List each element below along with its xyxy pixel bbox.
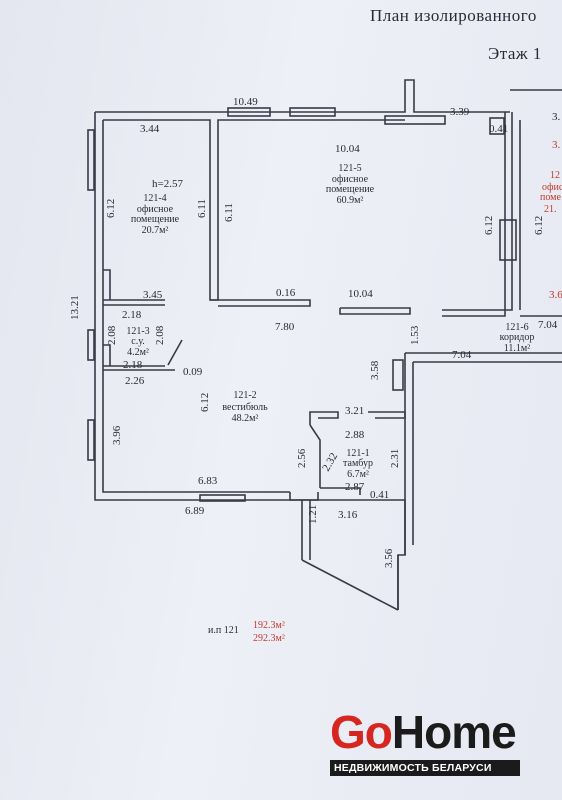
dim-label: 2.87 <box>345 481 365 493</box>
dim-label: 7.80 <box>275 321 295 333</box>
dim-label: 0.09 <box>183 366 203 378</box>
cutoff-text: офис <box>542 182 562 193</box>
room-name: коридор <box>500 332 535 343</box>
room-area: 48.2м² <box>232 413 259 424</box>
floor-label: Этаж 1 <box>488 44 542 63</box>
dim-label: 3.16 <box>338 509 358 521</box>
dim-label: 2.08 <box>106 325 118 345</box>
dim-label: 2.31 <box>389 449 401 468</box>
room-name: помещение <box>131 214 180 225</box>
logo-home: Home <box>391 706 517 758</box>
cutoff-text: поме <box>540 192 561 203</box>
dimension-labels: 10.49 3.39 3.44 10.04 h=2.57 6.12 6.11 6… <box>69 96 558 568</box>
dim-label: 3.96 <box>111 425 123 445</box>
room-area: 20.7м² <box>142 225 169 236</box>
room-area: 4.2м² <box>127 347 149 358</box>
plan-title: План изолированного <box>370 6 537 25</box>
dim-label: 6.11 <box>223 203 235 222</box>
room-area: 11.1м² <box>504 343 530 354</box>
dim-label: 1.21 <box>307 505 319 524</box>
logo-subtitle: НЕДВИЖИМОСТЬ БЕЛАРУСИ <box>330 760 520 776</box>
room-number: 121-6 <box>505 322 528 333</box>
dim-label: 2.08 <box>154 325 166 345</box>
room-number: 121-3 <box>126 326 149 337</box>
totals-prefix: и.п 121 <box>208 625 239 636</box>
dim-label: 2.18 <box>122 309 142 321</box>
dim-label: 3.21 <box>345 405 364 417</box>
room-number: 121-5 <box>338 163 361 174</box>
dim-label: 2.88 <box>345 429 365 441</box>
dim-label: 0.41 <box>489 123 508 135</box>
cutoff-text: 3.6 <box>549 289 562 301</box>
dim-label: 6.89 <box>185 505 205 517</box>
dim-label: h=2.57 <box>152 178 183 190</box>
dim-label: 6.11 <box>196 199 208 218</box>
dim-label: 3.58 <box>369 360 381 380</box>
dim-label: 3.45 <box>143 289 163 301</box>
dim-label: 6.12 <box>105 199 117 218</box>
cutoff-text: 12 <box>550 170 560 181</box>
dim-label: 2.26 <box>125 375 145 387</box>
cutoff-text: 21. <box>544 204 557 215</box>
dim-label: 3.56 <box>383 548 395 568</box>
logo-go: Go <box>330 706 393 758</box>
room-name: помещение <box>326 184 375 195</box>
dim-label: 13.21 <box>69 295 81 320</box>
room-labels: 121-4 офисное помещение 20.7м² 121-5 офи… <box>126 163 534 480</box>
dim-label: 1.53 <box>409 325 421 345</box>
room-name: тамбур <box>343 458 373 469</box>
room-number: 121-2 <box>233 390 256 401</box>
gohome-logo[interactable]: GoHome НЕДВИЖИМОСТЬ БЕЛАРУСИ <box>330 706 520 776</box>
room-name: офисное <box>332 174 369 185</box>
plan-walls <box>87 79 562 611</box>
dim-label: 7.04 <box>538 319 558 331</box>
logo-wordmark: GoHome <box>330 706 520 758</box>
room-area: 60.9м² <box>337 195 364 206</box>
cutoff-text: 3. <box>552 111 561 123</box>
totals: и.п 121 192.3м² 292.3м² <box>208 620 285 644</box>
dim-label: 2.18 <box>123 359 143 371</box>
room-name: офисное <box>137 204 174 215</box>
dim-label: 0.41 <box>370 489 389 501</box>
room-number: 121-4 <box>143 193 166 204</box>
room-area: 6.7м² <box>347 469 369 480</box>
dim-label: 7.04 <box>452 349 472 361</box>
dim-label: 6.83 <box>198 475 218 487</box>
cutoff-labels: 3. 3. 12 офис поме 21. 3.6 <box>540 111 562 301</box>
dim-label: 3.44 <box>140 123 160 135</box>
dim-label: 6.12 <box>533 216 545 235</box>
room-name: с.у. <box>131 336 144 347</box>
dim-label: 10.49 <box>233 96 258 108</box>
room-name: вестибюль <box>222 402 268 413</box>
dim-label: 2.56 <box>296 448 308 468</box>
room-number: 121-1 <box>346 448 369 459</box>
dim-label: 10.04 <box>335 143 360 155</box>
cutoff-text: 3. <box>552 139 561 151</box>
dim-label: 6.12 <box>483 216 495 235</box>
dim-label: 10.04 <box>348 288 373 300</box>
dim-label: 6.12 <box>199 393 211 412</box>
totals-area-1: 192.3м² <box>253 620 285 631</box>
totals-area-2: 292.3м² <box>253 633 285 644</box>
dim-label: 3.39 <box>450 106 470 118</box>
dim-label: 0.16 <box>276 287 296 299</box>
dim-label: 2.32 <box>320 451 340 474</box>
